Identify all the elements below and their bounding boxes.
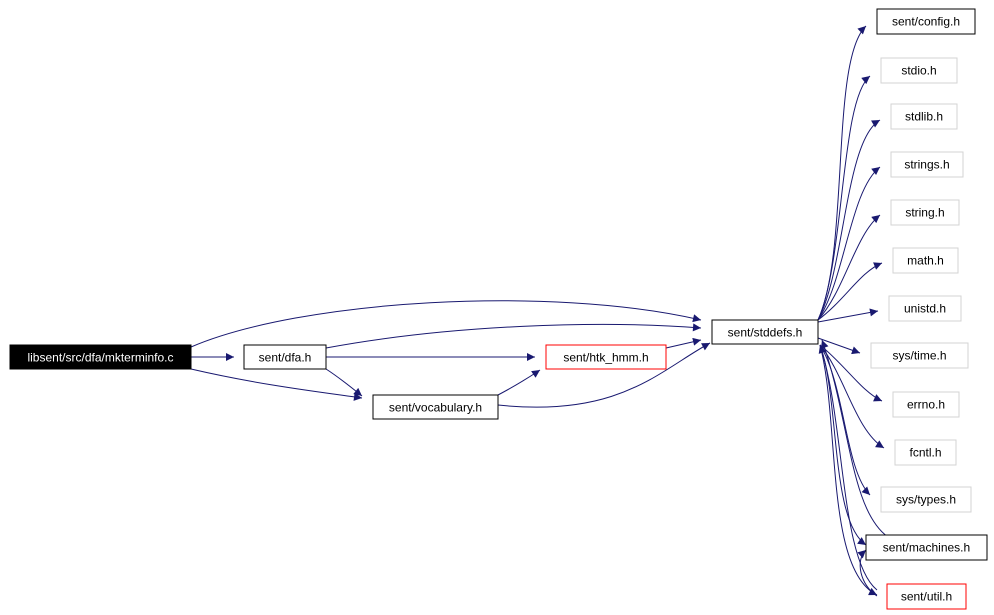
edge-vocabulary-htk: [497, 369, 541, 396]
edge-stddefs-util: [819, 344, 878, 596]
node-stdio-label: stdio.h: [901, 64, 936, 78]
node-fcntl-label: fcntl.h: [909, 446, 941, 460]
edge-stddefs-string: [817, 214, 881, 321]
edge-dfa-stddefs: [325, 323, 702, 349]
node-math[interactable]: math.h: [892, 247, 959, 274]
node-config-label: sent/config.h: [892, 15, 960, 29]
node-root-label: libsent/src/dfa/mkterminfo.c: [27, 351, 173, 365]
node-string-label: string.h: [905, 206, 944, 220]
node-unistd-label: unistd.h: [904, 302, 946, 316]
node-errno[interactable]: errno.h: [892, 391, 960, 418]
node-stddefs[interactable]: sent/stddefs.h: [711, 319, 819, 345]
edge-machines-stddefs: [820, 339, 889, 538]
edge-dfa-vocabulary: [325, 368, 363, 397]
edge-root-vocabulary: [190, 368, 363, 401]
node-dfa-label: sent/dfa.h: [259, 351, 312, 365]
edge-stddefs-machines: [819, 344, 867, 546]
node-stddefs-label: sent/stddefs.h: [728, 326, 803, 340]
node-stdlib-label: stdlib.h: [905, 110, 943, 124]
edge-htk-stddefs: [665, 337, 702, 349]
node-util-label: sent/util.h: [901, 590, 952, 604]
node-systypes[interactable]: sys/types.h: [880, 486, 972, 513]
node-math-label: math.h: [907, 254, 944, 268]
edge-vocabulary-stddefs: [497, 342, 711, 408]
node-systypes-label: sys/types.h: [896, 493, 956, 507]
node-vocabulary-label: sent/vocabulary.h: [389, 401, 482, 415]
node-systime-label: sys/time.h: [892, 349, 946, 363]
node-stdlib[interactable]: stdlib.h: [890, 103, 958, 130]
edge-stddefs-stdlib: [817, 119, 881, 321]
node-unistd[interactable]: unistd.h: [888, 295, 962, 322]
edge-stddefs-stdio: [817, 75, 871, 321]
node-machines-label: sent/machines.h: [883, 541, 970, 555]
node-fcntl[interactable]: fcntl.h: [894, 439, 957, 466]
edge-stddefs-config: [817, 25, 867, 321]
node-vocabulary[interactable]: sent/vocabulary.h: [372, 394, 499, 420]
node-systime[interactable]: sys/time.h: [870, 342, 969, 369]
node-root[interactable]: libsent/src/dfa/mkterminfo.c: [9, 344, 192, 370]
edge-root-stddefs: [190, 300, 702, 348]
node-strings[interactable]: strings.h: [890, 151, 964, 178]
node-dfa[interactable]: sent/dfa.h: [243, 344, 327, 370]
node-htk-hmm-label: sent/htk_hmm.h: [563, 351, 648, 365]
edge-util-stddefs: [818, 344, 878, 591]
edge-stddefs-unistd: [817, 308, 879, 323]
edge-stddefs-strings: [817, 166, 881, 321]
edge-stddefs-fcntl: [819, 344, 885, 449]
edge-stddefs-errno: [819, 344, 883, 402]
node-strings-label: strings.h: [904, 158, 949, 172]
node-htk-hmm[interactable]: sent/htk_hmm.h: [545, 344, 667, 370]
node-string[interactable]: string.h: [890, 199, 960, 226]
node-stdio[interactable]: stdio.h: [880, 57, 958, 84]
node-config[interactable]: sent/config.h: [876, 8, 976, 35]
node-machines[interactable]: sent/machines.h: [865, 534, 988, 561]
node-util[interactable]: sent/util.h: [886, 583, 967, 610]
edge-stddefs-math: [817, 262, 883, 321]
node-errno-label: errno.h: [907, 398, 945, 412]
edge-stddefs-systypes: [819, 344, 871, 496]
edge-util-machines: [857, 549, 878, 597]
